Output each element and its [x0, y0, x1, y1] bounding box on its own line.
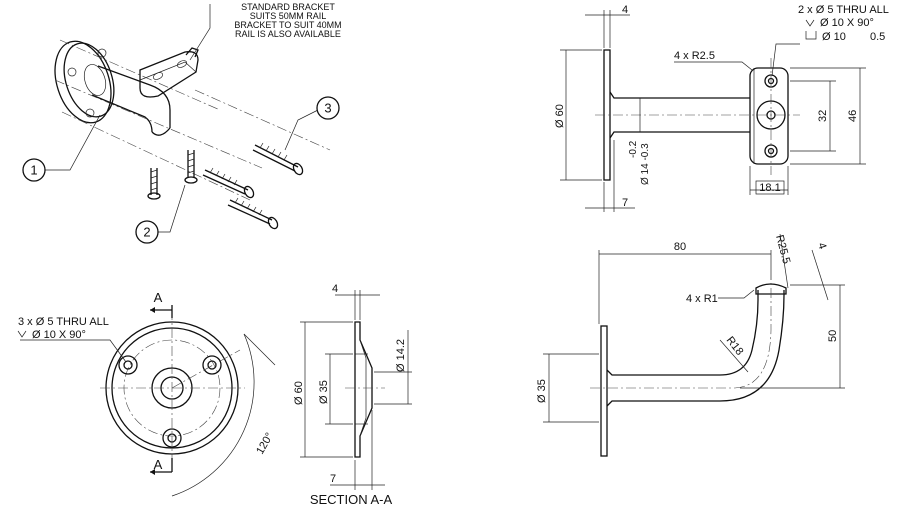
side-view: 4 7 Ø 60 -0.2 Ø 14 -0.3 4 x R2.5 2 x Ø 5…: [554, 4, 889, 212]
front-hole-callout-1: 3 x Ø 5 THRU ALL: [18, 316, 109, 328]
elevation-radius-note: 4 x R1: [686, 293, 718, 305]
elevation-dim-35: Ø 35: [536, 379, 548, 403]
side-dim-32: 32: [817, 110, 829, 122]
note-line-4: RAIL IS ALSO AVAILABLE: [235, 29, 341, 39]
side-dim-top: 4: [622, 4, 628, 16]
elevation-dim-50: 50: [827, 330, 839, 342]
side-radius-note: 4 x R2.5: [674, 50, 715, 62]
side-dim-46: 46: [847, 110, 859, 122]
section-dim-60: Ø 60: [293, 381, 305, 405]
note-line-3: BRACKET TO SUIT 40MM: [234, 20, 341, 30]
note-line-1: STANDARD BRACKET: [241, 2, 335, 12]
side-hole-callout-1: 2 x Ø 5 THRU ALL: [798, 4, 889, 16]
balloon-3: 3: [324, 101, 331, 116]
note-line-2: SUITS 50MM RAIL: [250, 11, 327, 21]
isometric-view: 1 2 3 STANDARD BRACKET SUITS 50MM RAIL B…: [22, 2, 342, 244]
section-dim-35: Ø 35: [318, 380, 330, 404]
section-view: 4 7 Ø 60 Ø 35 Ø 14.2 SECTION A-A: [293, 283, 412, 507]
elevation-view: 80 R25.5 4 4 x R1 R18 50 Ø 35: [536, 234, 845, 457]
screw-4: [147, 168, 161, 200]
screw-1: [252, 142, 304, 176]
section-dim-14: Ø 14.2: [395, 339, 407, 372]
side-hole-callout-3: Ø 10: [822, 31, 846, 43]
side-dim-ref: 18.1: [759, 182, 780, 194]
screw-5: [184, 150, 198, 184]
balloon-2: 2: [143, 225, 150, 240]
balloon-1: 1: [30, 163, 37, 178]
section-dim-bottom: 7: [330, 473, 336, 485]
section-mark-bottom: A: [154, 457, 163, 472]
side-hole-callout-2: Ø 10 X 90°: [820, 17, 874, 29]
section-mark-top: A: [154, 290, 163, 305]
section-title: SECTION A-A: [310, 492, 393, 507]
side-hole-depth: 0.5: [870, 31, 885, 43]
section-dim-top: 4: [332, 283, 338, 295]
elevation-dim-r18: R18: [724, 334, 746, 357]
elevation-dim-r25: R25.5: [773, 234, 792, 265]
side-dim-60: Ø 60: [554, 104, 566, 128]
elevation-dim-80: 80: [674, 241, 686, 253]
side-tol-upper: -0.2: [628, 140, 639, 158]
side-dim-bottom: 7: [622, 197, 628, 209]
front-hole-callout-2: Ø 10 X 90°: [32, 329, 86, 341]
elevation-dim-4: 4: [815, 241, 828, 251]
screw-3: [227, 197, 279, 230]
front-view: A A 3 x Ø 5 THRU ALL Ø 10 X 90° 120°: [17, 290, 276, 497]
side-tol-lower: Ø 14 -0.3: [640, 143, 651, 185]
screw-2: [202, 167, 255, 199]
front-angle-dim: 120°: [254, 431, 276, 457]
